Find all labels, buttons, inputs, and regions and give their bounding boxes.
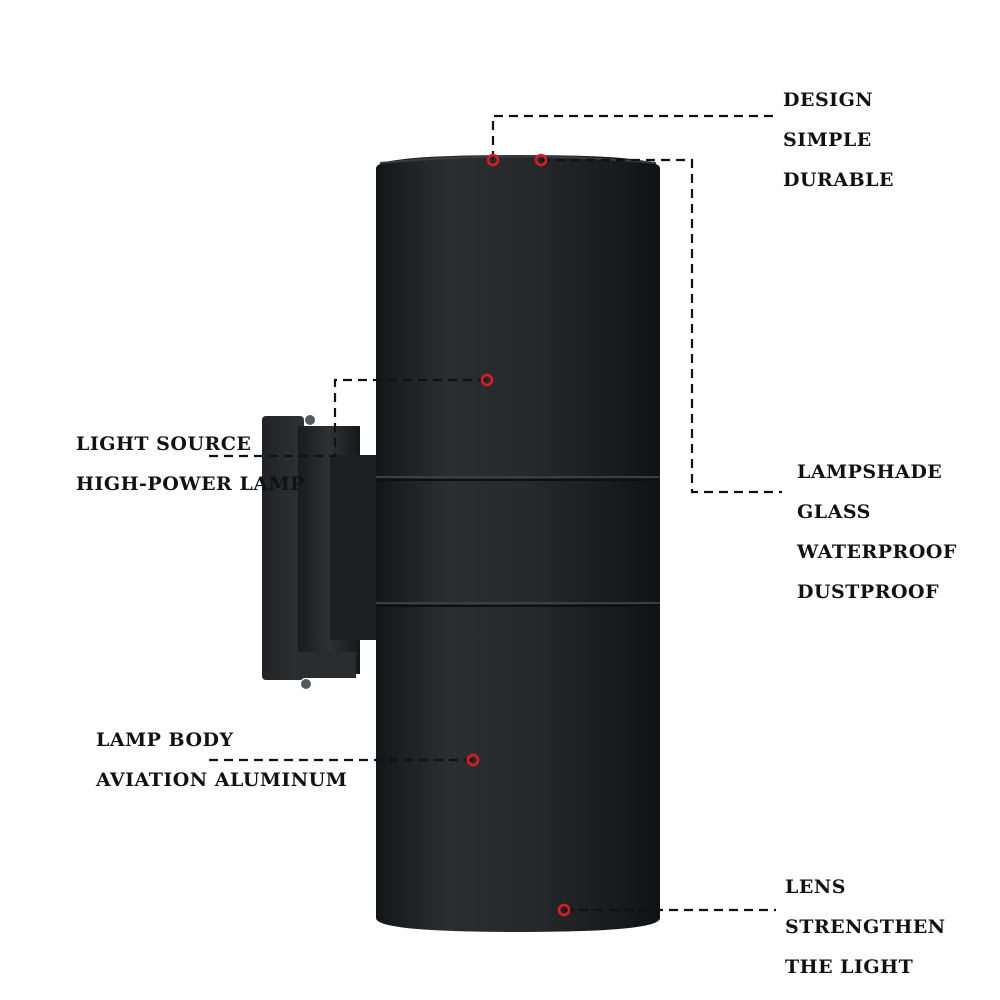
leader-line-design [491, 114, 778, 160]
marker-lamp-body [466, 753, 480, 767]
callout-light-source-line-1: LIGHT SOURCE [76, 433, 252, 455]
marker-light-source [480, 373, 494, 387]
marker-design [486, 153, 500, 167]
callout-design: DESIGN SIMPLE DURABLE [783, 80, 894, 200]
callout-lampshade: LAMPSHADE GLASS WATERPROOF DUSTPROOF [797, 452, 957, 612]
callout-design-line-3: DURABLE [783, 169, 894, 191]
callout-lens-line-3: THE LIGHT [785, 956, 914, 978]
callout-lamp-body: LAMP BODY AVIATION ALUMINUM [96, 720, 347, 800]
marker-lampshade [534, 153, 548, 167]
callout-lens: LENS STRENGTHEN THE LIGHT [785, 867, 946, 987]
wall-bracket [262, 415, 380, 689]
callout-lampshade-line-3: WATERPROOF [797, 541, 957, 563]
leader-line-lampshade [541, 158, 782, 494]
callout-light-source: LIGHT SOURCE HIGH-POWER LAMP [76, 424, 305, 504]
callout-lens-line-1: LENS [785, 876, 846, 898]
lamp-cylinder [376, 155, 660, 932]
callout-lampshade-line-2: GLASS [797, 501, 871, 523]
callout-lens-line-2: STRENGTHEN [785, 916, 946, 938]
callout-design-line-2: SIMPLE [783, 129, 872, 151]
callout-lampshade-line-1: LAMPSHADE [797, 461, 943, 483]
callout-lampshade-line-4: DUSTPROOF [797, 581, 940, 603]
marker-lens [557, 903, 571, 917]
callout-light-source-line-2: HIGH-POWER LAMP [76, 473, 305, 495]
callout-design-line-1: DESIGN [783, 89, 874, 111]
callout-lamp-body-line-2: AVIATION ALUMINUM [96, 769, 348, 791]
callout-lamp-body-line-1: LAMP BODY [96, 729, 234, 751]
leader-line-light-source [208, 378, 487, 458]
